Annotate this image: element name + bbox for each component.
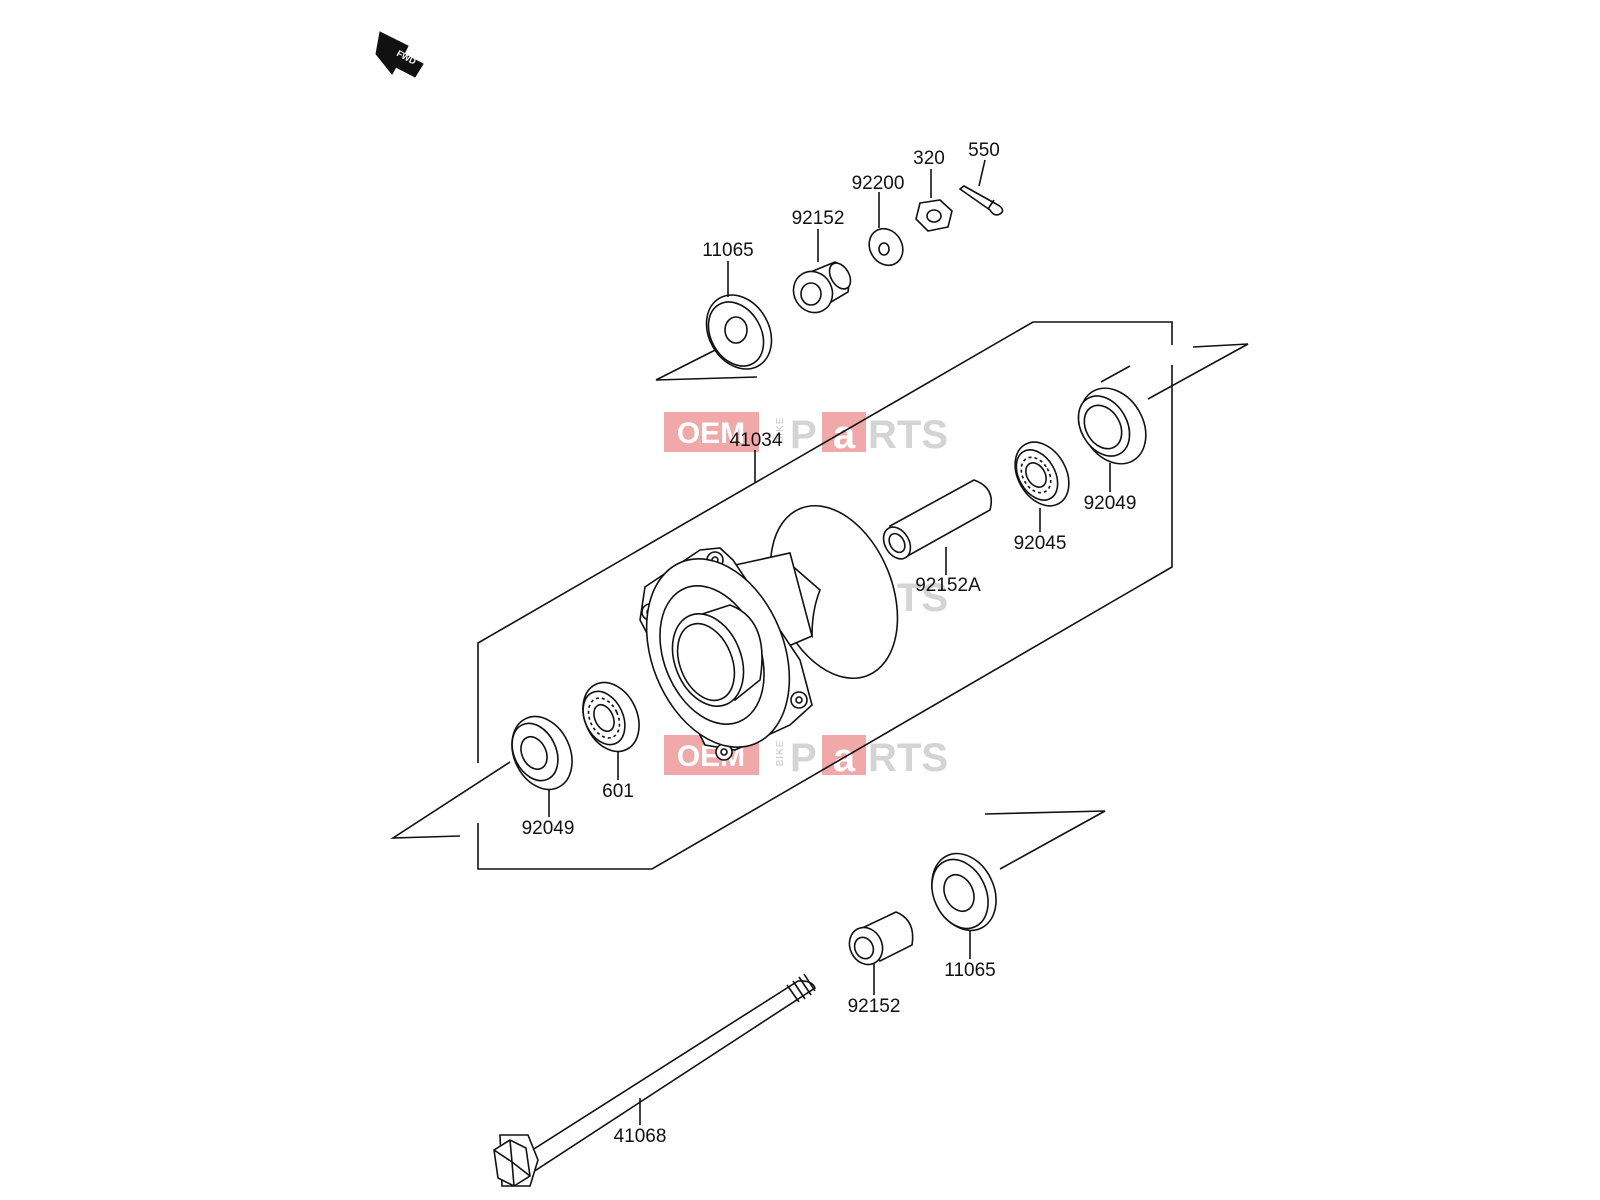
spacer-92152A	[882, 479, 993, 560]
part-label-92049-left: 92049	[522, 818, 575, 839]
part-label-550: 550	[968, 140, 1000, 161]
part-label-11065-top: 11065	[702, 240, 753, 261]
svg-text:P: P	[790, 736, 817, 780]
part-label-92045: 92045	[1014, 533, 1067, 554]
axis-guides	[390, 339, 1249, 870]
axle-41068	[493, 973, 816, 1187]
svg-text:P: P	[790, 413, 817, 457]
leader-lines	[548, 159, 1111, 1125]
part-label-92152A: 92152A	[915, 575, 981, 596]
collar-92152-top	[792, 261, 852, 314]
part-label-41034: 41034	[730, 430, 783, 451]
svg-text:BIKE: BIKE	[775, 740, 786, 767]
part-label-92200: 92200	[852, 173, 905, 194]
bearing-92045	[1014, 441, 1070, 507]
seal-11065-top	[705, 294, 773, 370]
part-label-601: 601	[602, 781, 634, 802]
svg-text:OEM: OEM	[677, 417, 745, 450]
part-label-320: 320	[913, 148, 945, 169]
svg-text:a: a	[833, 413, 856, 457]
castle-nut-320	[915, 199, 953, 232]
svg-text:RTS: RTS	[868, 736, 948, 780]
seal-92049-left	[511, 715, 573, 791]
seal-11065-bottom	[931, 852, 997, 932]
watermark-1: OEM BIKE P a RTS	[664, 412, 948, 457]
hub-41034	[639, 504, 899, 761]
part-label-92152-bottom: 92152	[848, 996, 901, 1017]
seal-92049-right	[1077, 387, 1147, 465]
part-label-41068: 41068	[614, 1126, 667, 1147]
fwd-arrow-icon: FWD	[375, 31, 424, 78]
part-label-92049-right: 92049	[1084, 493, 1137, 514]
assembly-outline	[477, 321, 1173, 870]
svg-text:BIKE: BIKE	[775, 417, 786, 444]
washer-92200	[868, 227, 904, 267]
collar-92152-bottom	[848, 911, 914, 966]
part-label-11065-bottom: 11065	[944, 960, 995, 981]
bearing-601	[582, 681, 640, 753]
svg-text:RTS: RTS	[868, 413, 948, 457]
cotter-pin-550	[958, 185, 1004, 216]
part-label-92152-top: 92152	[792, 208, 845, 229]
